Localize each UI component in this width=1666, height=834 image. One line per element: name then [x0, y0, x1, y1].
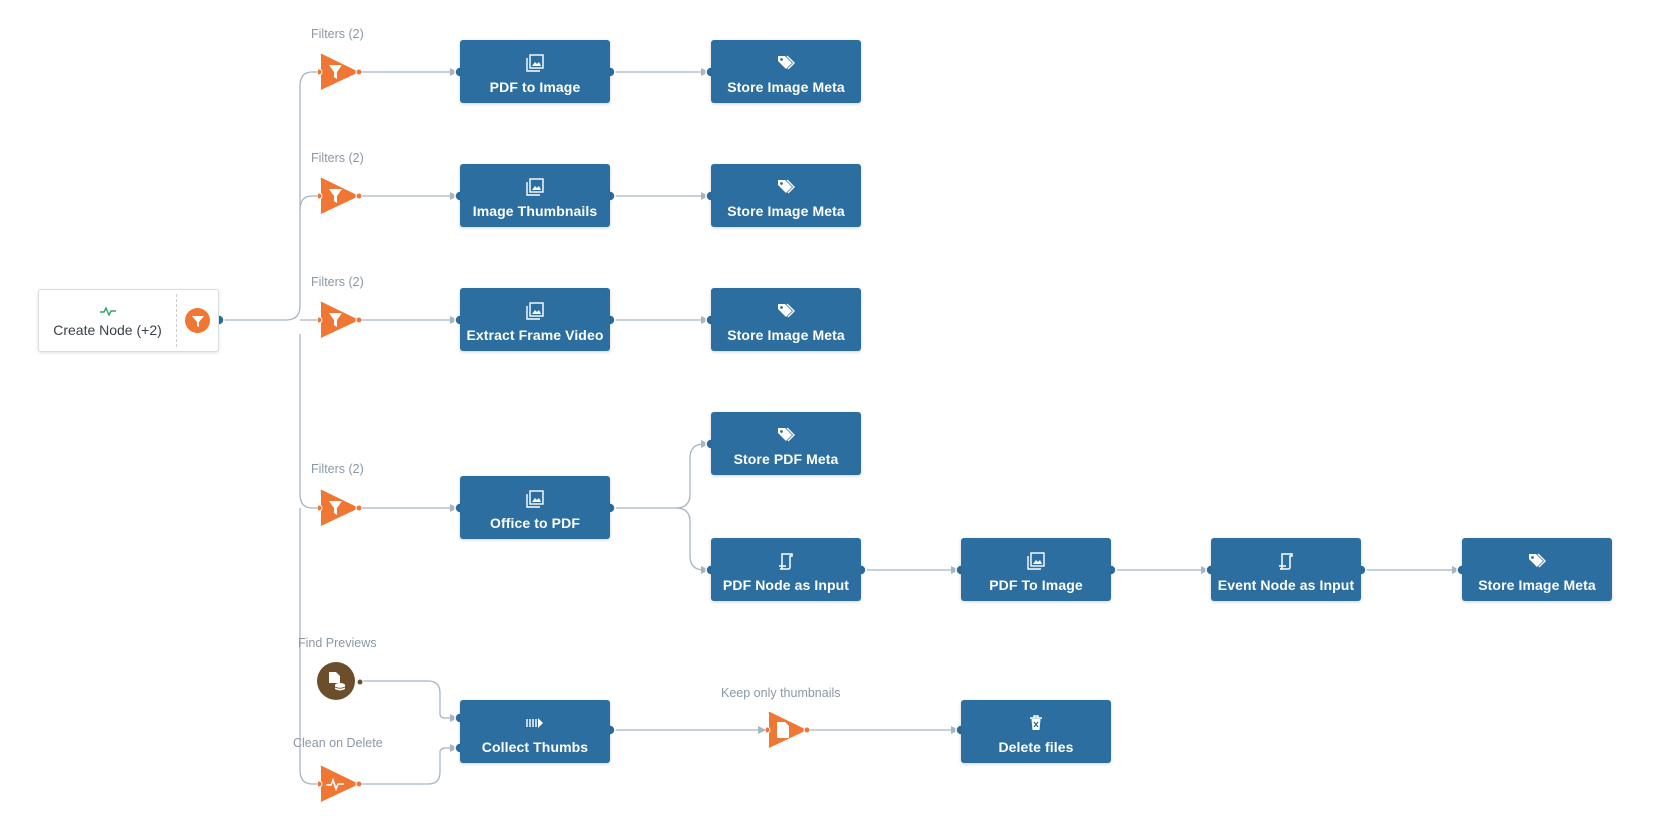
node-label: Delete files [998, 739, 1074, 755]
edge [299, 508, 320, 785]
funnel-icon [329, 189, 342, 203]
node-store-image-meta[interactable]: Store Image Meta [1462, 538, 1612, 601]
edge [675, 507, 711, 571]
start-node-divider [176, 294, 177, 347]
filter-node[interactable] [318, 487, 362, 529]
image-stack-icon [524, 176, 546, 198]
activity-icon [99, 305, 116, 316]
start-node-label: Create Node (+2) [53, 321, 162, 338]
node-label: Event Node as Input [1217, 577, 1355, 593]
clean-on-delete-caption: Clean on Delete [293, 736, 383, 750]
node-pdf-to-image[interactable]: PDF to Image [460, 40, 610, 103]
clean-on-delete-trigger[interactable] [318, 763, 362, 805]
node-label: Collect Thumbs [481, 739, 589, 755]
node-pdf-node-as-input[interactable]: PDF Node as Input [711, 538, 861, 601]
find-previews-node[interactable] [317, 662, 355, 700]
node-label: Store Image Meta [727, 203, 845, 219]
node-office-to-pdf[interactable]: Office to PDF [460, 476, 610, 539]
node-extract-frame-video[interactable]: Extract Frame Video [460, 288, 610, 351]
image-stack-icon [524, 52, 546, 74]
filter-node[interactable] [318, 51, 362, 93]
tags-icon [775, 300, 797, 322]
file-icon [777, 722, 789, 738]
node-label: Office to PDF [490, 515, 580, 531]
node-label: Store Image Meta [1478, 577, 1596, 593]
node-label: PDF to Image [489, 79, 581, 95]
edge [299, 195, 320, 211]
node-image-thumbnails[interactable]: Image Thumbnails [460, 164, 610, 227]
file-database-icon [329, 672, 346, 691]
node-store-image-meta[interactable]: Store Image Meta [711, 164, 861, 227]
node-label: PDF Node as Input [722, 577, 850, 593]
merge-icon [524, 712, 546, 734]
tags-icon [775, 424, 797, 446]
funnel-icon[interactable] [185, 308, 210, 333]
edge [358, 680, 460, 719]
node-event-node-as-input[interactable]: Event Node as Input [1211, 538, 1361, 601]
edge [299, 334, 320, 509]
node-label: Store Image Meta [727, 327, 845, 343]
node-label: Store PDF Meta [733, 451, 839, 467]
node-delete-files[interactable]: Delete files [961, 700, 1111, 763]
image-stack-icon [524, 488, 546, 510]
filters-caption: Filters (2) [311, 462, 364, 476]
filters-caption: Filters (2) [311, 27, 364, 41]
image-stack-icon [524, 300, 546, 322]
edge [610, 443, 711, 509]
node-label: Store Image Meta [727, 79, 845, 95]
image-stack-icon [1025, 550, 1047, 572]
edge [285, 71, 320, 321]
node-pdf-to-image-2[interactable]: PDF To Image [961, 538, 1111, 601]
node-label: Image Thumbnails [472, 203, 598, 219]
tags-icon [775, 52, 797, 74]
node-store-pdf-meta[interactable]: Store PDF Meta [711, 412, 861, 475]
node-store-image-meta[interactable]: Store Image Meta [711, 288, 861, 351]
keep-thumbs-filter[interactable] [766, 709, 810, 751]
tags-icon [775, 176, 797, 198]
start-node-create-node[interactable]: Create Node (+2) [38, 289, 219, 352]
filters-caption: Filters (2) [311, 275, 364, 289]
scroll-icon [775, 550, 797, 572]
funnel-icon [329, 501, 342, 515]
tags-icon [1526, 550, 1548, 572]
filter-node[interactable] [318, 175, 362, 217]
keep-thumbs-caption: Keep only thumbnails [721, 686, 841, 700]
find-previews-caption: Find Previews [298, 636, 377, 650]
port [356, 678, 364, 686]
funnel-icon [329, 313, 342, 327]
node-label: Extract Frame Video [466, 327, 604, 343]
node-store-image-meta[interactable]: Store Image Meta [711, 40, 861, 103]
trash-icon [1025, 712, 1047, 734]
node-collect-thumbs[interactable]: Collect Thumbs [460, 700, 610, 763]
activity-icon [326, 777, 344, 792]
filters-caption: Filters (2) [311, 151, 364, 165]
filter-node[interactable] [318, 299, 362, 341]
scroll-icon [1275, 550, 1297, 572]
node-label: PDF To Image [989, 577, 1083, 593]
edge [360, 747, 460, 785]
funnel-icon [329, 65, 342, 79]
